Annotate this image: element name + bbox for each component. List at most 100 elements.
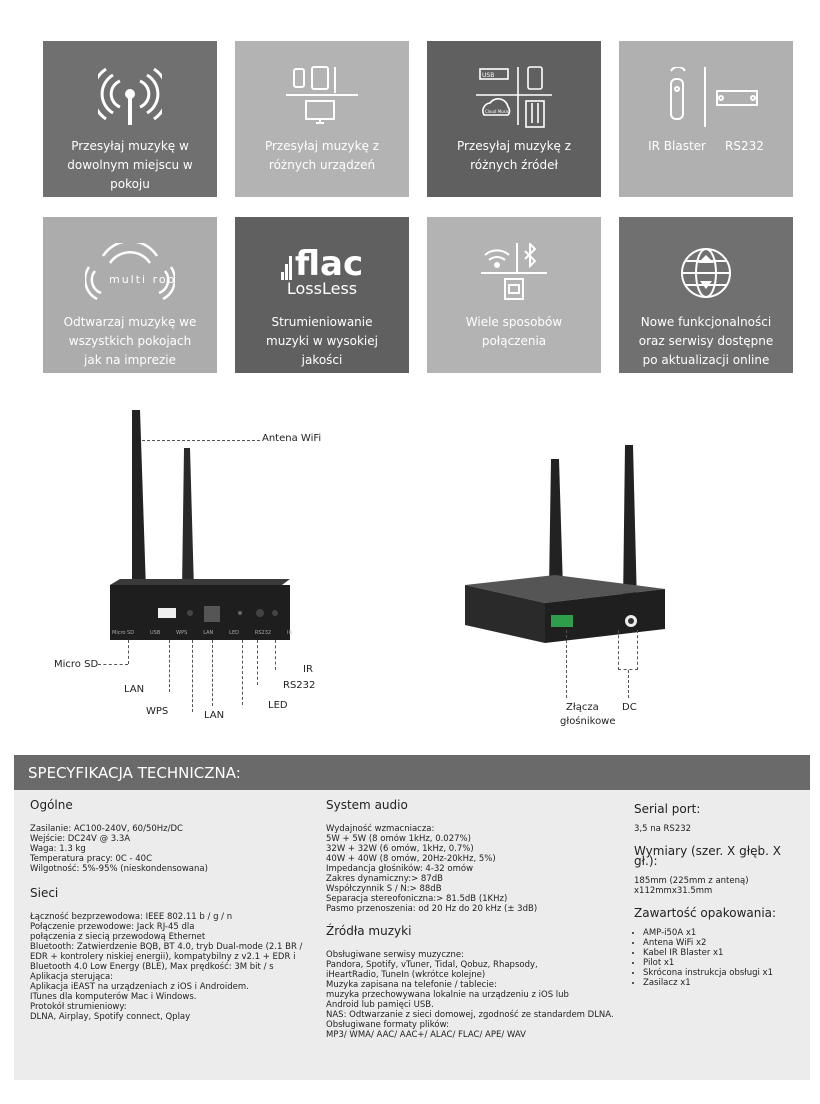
panel-label: RS232	[254, 630, 272, 636]
lan1-label: LAN	[124, 684, 145, 695]
tile-text: Przesyłaj muzykę z różnych urządzeń	[264, 139, 380, 172]
lossless-text: LossLess	[286, 279, 358, 298]
spec-title: SPECYFIKACJA TECHNICZNA:	[14, 755, 810, 790]
spec-line: Aplikacja sterująca:	[30, 972, 114, 982]
spec-line: Połączenie przewodowe: Jack RJ-45 dla	[30, 922, 195, 932]
rs232-label: RS232	[283, 680, 316, 691]
spec-line: Temperatura pracy: 0C - 40C	[30, 854, 153, 864]
microsd-label: Micro SD	[54, 659, 99, 670]
package-item: Kabel IR Blaster x1	[643, 948, 806, 958]
package-item: Antena WiFi x2	[643, 938, 806, 948]
panel-label: Micro SD	[112, 630, 135, 636]
feature-tile-update: Nowe funkcjonalności oraz serwisy dostęp…	[619, 217, 793, 373]
spec-line: 3,5 na RS232	[634, 824, 692, 834]
panel-label: LAN	[203, 630, 214, 636]
microsd-line-v	[128, 640, 129, 664]
feature-tile-sources: USB Cloud Music Przesyłaj muzykę z różnyc…	[427, 41, 601, 197]
dc-line	[618, 630, 638, 670]
tile-text: Przesyłaj muzykę w dowolnym miejscu w po…	[67, 139, 193, 191]
ir-label: IR	[303, 664, 313, 675]
wps-label: WPS	[146, 706, 169, 717]
panel-labels: Micro SD USB WPS LAN LED RS232 IR	[112, 630, 292, 636]
panel-label: LED	[229, 630, 239, 636]
microsd-line	[98, 664, 128, 665]
spec-line: Wilgotność: 5%-95% (nieskondensowana)	[30, 864, 208, 874]
spec-line: Aplikacja iEAST na urządzeniach z iOS i …	[30, 982, 249, 992]
audio-heading: System audio	[326, 798, 408, 812]
feature-tile-flac: flac LossLess Strumieniowanie muzyki w w…	[235, 217, 409, 373]
panel-label: WPS	[176, 630, 188, 636]
speakers-label-2: głośnikowe	[560, 716, 616, 727]
spec-line: Obsługiwane serwisy muzyczne:	[326, 950, 464, 960]
panel-label: IR	[286, 630, 292, 636]
network-lines: Łączność bezprzewodowa: IEEE 802.11 b / …	[30, 912, 310, 1022]
spec-line: 40W + 40W (8 omów, 20Hz-20kHz, 5%)	[326, 854, 496, 864]
spec-line: Wydajność wzmacniacza:	[326, 824, 435, 834]
general-heading: Ogólne	[30, 798, 73, 812]
serial-heading: Serial port:	[634, 802, 701, 816]
spec-line: Android lub pamięci USB.	[326, 1000, 434, 1010]
package-item: Skrócona instrukcja obsługi x1	[643, 968, 806, 978]
antenna-label: Antena WiFi	[262, 433, 322, 444]
spec-col-left: Ogólne Zasilanie: AC100-240V, 60/50Hz/DC…	[30, 798, 310, 1022]
spec-line: Współczynnik S / N:> 88dB	[326, 884, 442, 894]
spec-line: 185mm (225mm z anteną)	[634, 876, 749, 886]
tile-text: Przesyłaj muzykę z różnych źródeł	[456, 139, 572, 172]
spec-line: x112mmx31.5mm	[634, 886, 713, 896]
wps-line	[192, 640, 193, 712]
spec-line: Wejście: DC24V @ 3.3A	[30, 834, 131, 844]
spec-line: Pasmo przenoszenia: od 20 Hz do 20 kHz (…	[326, 904, 538, 914]
led-line	[242, 640, 243, 705]
lan1-line	[169, 640, 170, 692]
spec-line: DLNA, Airplay, Spotify connect, Qplay	[30, 1012, 191, 1022]
spec-col-right: Serial port: 3,5 na RS232 Wymiary (szer.…	[634, 802, 806, 988]
cloud-text: Cloud Music	[485, 109, 509, 114]
connection-icon	[479, 233, 549, 313]
globe-icon	[676, 233, 736, 313]
feature-tile-room: Przesyłaj muzykę w dowolnym miejscu w po…	[43, 41, 217, 197]
tile-text: Strumieniowanie muzyki w wysokiej jakośc…	[266, 315, 378, 367]
spec-line: 5W + 5W (8 omów 1kHz, 0.027%)	[326, 834, 471, 844]
spec-line: 32W + 32W (6 omów, 1kHz, 0.7%)	[326, 844, 474, 854]
sources-icon: USB Cloud Music	[472, 57, 556, 137]
lan2-label: LAN	[204, 710, 225, 721]
tile-text: Nowe funkcjonalności oraz serwisy dostęp…	[638, 315, 774, 367]
device-back-image	[455, 445, 675, 665]
multiroom-text: multi room	[109, 273, 175, 286]
led-label: LED	[268, 700, 288, 711]
dc-label: DC	[622, 702, 637, 713]
spec-line: NAS: Odtwarzanie z sieci domowej, zgodno…	[326, 1010, 614, 1020]
antenna-line	[142, 440, 260, 441]
package-item: Zasilacz x1	[643, 978, 806, 988]
spec-body	[14, 790, 810, 1080]
flac-text: flac	[294, 244, 364, 284]
sources-lines: Obsługiwane serwisy muzyczne: Pandora, S…	[326, 950, 616, 1040]
speakers-line	[566, 630, 567, 698]
dimensions-heading: Wymiary (szer. X głęb. X gł.):	[634, 844, 781, 868]
sources-heading: Źródła muzyki	[326, 924, 412, 938]
multiroom-icon: multi room	[85, 233, 175, 313]
spec-line: Zakres dynamiczny:> 87dB	[326, 874, 443, 884]
general-lines: Zasilanie: AC100-240V, 60/50Hz/DC Wejści…	[30, 824, 310, 874]
spec-line: Obsługiwane formaty plików:	[326, 1020, 449, 1030]
spec-line: Waga: 1.3 kg	[30, 844, 86, 854]
tile-text: IR Blaster RS232	[648, 139, 764, 153]
ir-rs232-icon	[651, 57, 761, 137]
spec-line: Pandora, Spotify, vTuner, Tidal, Qobuz, …	[326, 960, 538, 970]
package-heading: Zawartość opakowania:	[634, 906, 777, 920]
spec-line: muzyka przechowywana lokalnie na urządze…	[326, 990, 569, 1000]
audio-lines: Wydajność wzmacniacza: 5W + 5W (8 omów 1…	[326, 824, 616, 914]
spec-line: Impedancja głośników: 4-32 omów	[326, 864, 474, 874]
usb-text: USB	[482, 72, 494, 79]
feature-tile-ir-rs232: IR Blaster RS232	[619, 41, 793, 197]
spec-col-middle: System audio Wydajność wzmacniacza: 5W +…	[326, 798, 616, 1040]
spec-line: ITunes dla komputerów Mac i Windows.	[30, 992, 197, 1002]
tile-text: Wiele sposobów połączenia	[465, 315, 563, 348]
devices-icon	[282, 57, 362, 137]
package-list: AMP-i50A x1 Antena WiFi x2 Kabel IR Blas…	[634, 928, 806, 988]
network-heading: Sieci	[30, 886, 59, 900]
panel-label: USB	[149, 630, 161, 636]
flac-icon: flac LossLess	[280, 233, 364, 313]
spec-line: Łączność bezprzewodowa: IEEE 802.11 b / …	[30, 912, 233, 922]
ir-line	[275, 640, 276, 670]
